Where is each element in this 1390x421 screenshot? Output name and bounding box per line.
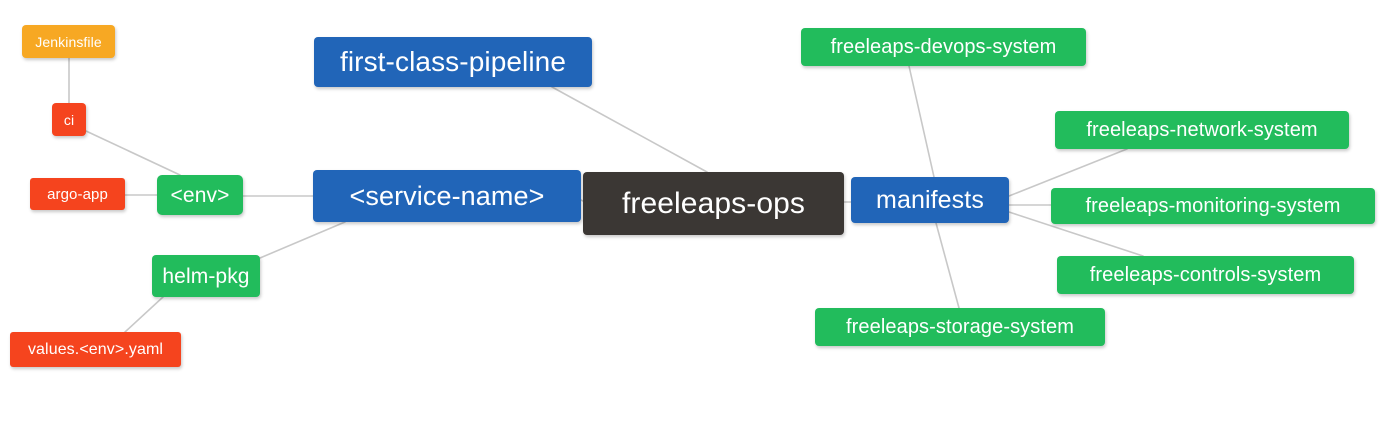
node-values-env-yaml[interactable]: values.<env>.yaml	[10, 332, 181, 367]
node-freeleaps-monitoring-system[interactable]: freeleaps-monitoring-system	[1051, 188, 1375, 224]
edge-manifests-to-freeleaps-devops-system	[908, 65, 935, 178]
node-label-freeleaps-storage-system: freeleaps-storage-system	[845, 316, 1075, 338]
node-service-name[interactable]: <service-name>	[313, 170, 581, 222]
edge-service-name-to-helm-pkg	[259, 221, 346, 259]
node-label-freeleaps-ops: freeleaps-ops	[621, 186, 806, 220]
node-label-argo-app: argo-app	[47, 185, 108, 203]
node-label-freeleaps-controls-system: freeleaps-controls-system	[1089, 264, 1322, 286]
edge-first-class-pipeline-to-freeleaps-ops	[551, 86, 708, 173]
node-label-values-env-yaml: values.<env>.yaml	[27, 340, 164, 358]
node-freeleaps-network-system[interactable]: freeleaps-network-system	[1055, 111, 1349, 149]
node-jenkinsfile[interactable]: Jenkinsfile	[22, 25, 115, 58]
node-label-env: <env>	[170, 183, 230, 207]
node-freeleaps-devops-system[interactable]: freeleaps-devops-system	[801, 28, 1086, 66]
node-label-freeleaps-monitoring-system: freeleaps-monitoring-system	[1085, 195, 1341, 217]
node-label-first-class-pipeline: first-class-pipeline	[339, 46, 567, 77]
node-freeleaps-controls-system[interactable]: freeleaps-controls-system	[1057, 256, 1354, 294]
node-ci[interactable]: ci	[52, 103, 86, 136]
node-label-freeleaps-devops-system: freeleaps-devops-system	[830, 36, 1057, 58]
node-label-ci: ci	[63, 111, 75, 128]
node-label-helm-pkg: helm-pkg	[162, 264, 250, 288]
edge-ci-to-env	[85, 130, 181, 176]
node-label-manifests: manifests	[876, 185, 984, 214]
node-freeleaps-ops[interactable]: freeleaps-ops	[583, 172, 844, 235]
node-helm-pkg[interactable]: helm-pkg	[152, 255, 260, 297]
node-freeleaps-storage-system[interactable]: freeleaps-storage-system	[815, 308, 1105, 346]
node-label-freeleaps-network-system: freeleaps-network-system	[1086, 119, 1318, 141]
node-label-jenkinsfile: Jenkinsfile	[35, 33, 102, 50]
node-env[interactable]: <env>	[157, 175, 243, 215]
edge-helm-pkg-to-values-env-yaml	[124, 296, 164, 333]
node-label-service-name: <service-name>	[349, 180, 545, 211]
edge-manifests-to-freeleaps-storage-system	[935, 222, 960, 309]
node-first-class-pipeline[interactable]: first-class-pipeline	[314, 37, 592, 87]
node-manifests[interactable]: manifests	[851, 177, 1009, 223]
node-argo-app[interactable]: argo-app	[30, 178, 125, 210]
